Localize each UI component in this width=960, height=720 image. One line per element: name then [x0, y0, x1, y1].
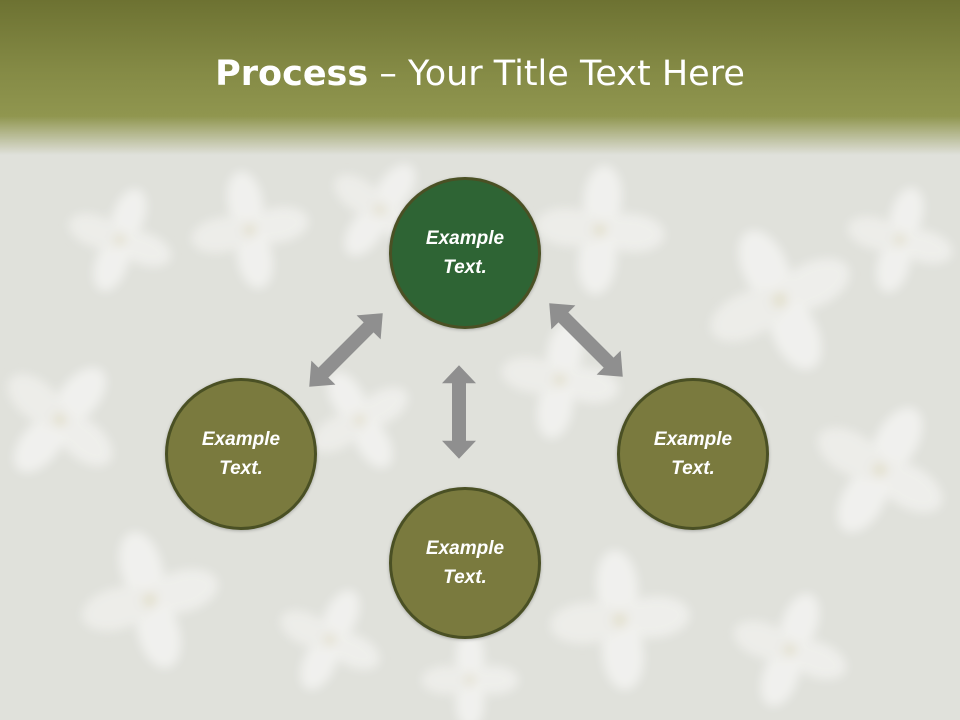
- arrow-top-right: [537, 291, 635, 389]
- node-top-line1: Example: [425, 228, 505, 249]
- node-top-line2: Text.: [443, 257, 487, 278]
- arrow-top-left: [297, 301, 395, 399]
- node-right-line2: Text.: [671, 458, 715, 479]
- node-bottom-line1: Example: [425, 538, 505, 559]
- title-bold: Process: [215, 54, 369, 94]
- slide-title: Process – Your Title Text Here: [0, 52, 960, 96]
- node-left-line1: Example: [201, 429, 281, 450]
- node-right-line1: Example: [653, 429, 733, 450]
- title-rest: – Your Title Text Here: [368, 54, 745, 94]
- title-band: [0, 0, 960, 155]
- node-left-line2: Text.: [219, 458, 263, 479]
- arrow-vertical: [442, 365, 476, 459]
- node-bottom-line2: Text.: [443, 567, 487, 588]
